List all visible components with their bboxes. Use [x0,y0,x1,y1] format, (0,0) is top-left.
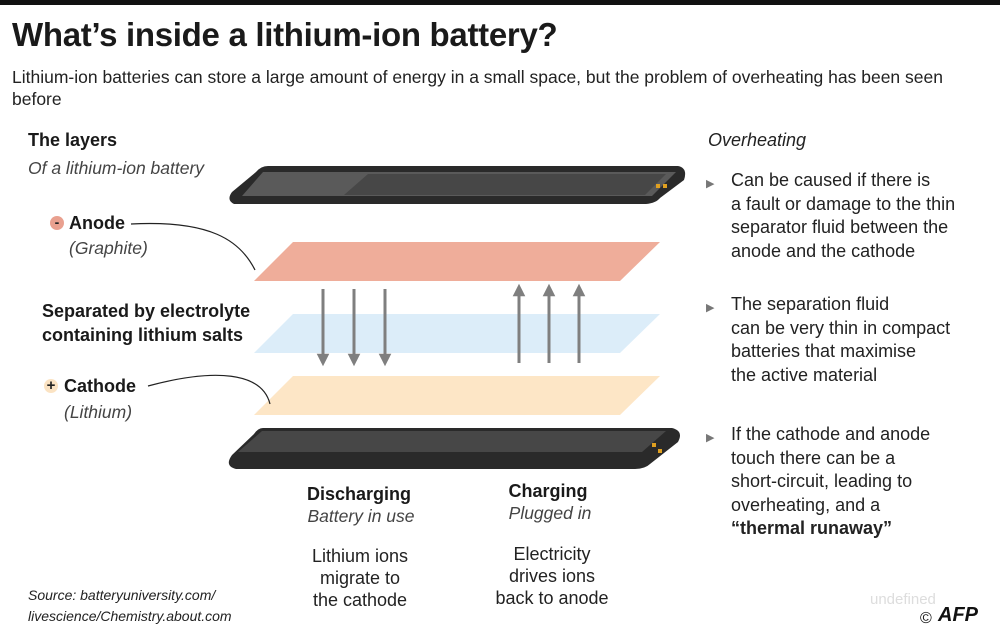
cathode-leader-line [147,374,271,405]
top-bar [0,0,1000,5]
separator-layer [254,314,660,353]
cathode-sign-icon: + [44,378,58,393]
discharge-arrows [316,289,392,367]
cathode-material: (Lithium) [64,402,133,422]
copyright-symbol: © [920,610,932,627]
overheating-bullet-1: ▶ Can be caused if there is a fault or d… [706,170,956,261]
charging-subtitle: Plugged in [508,503,592,523]
charging-title: Charging [508,481,588,501]
overheating-bullet-3: ▶ If the cathode and anode touch there c… [706,424,931,538]
anode-sign-icon: - [50,215,64,230]
anode-material: (Graphite) [69,238,148,258]
discharging-title: Discharging [306,484,412,504]
anode-leader-line [130,222,256,271]
anode-layer [254,242,660,281]
discharging-description: Lithium ions migrate to the cathode [311,546,409,610]
cathode-layer [254,376,660,415]
source-credit: Source: batteryuniversity.com/ livescien… [28,587,232,624]
battery-bottom-casing [228,428,681,469]
layers-heading: The layers [28,130,118,150]
page-title: What’s inside a lithium-ion battery? [12,16,558,53]
bullet-triangle-icon: ▶ [706,432,715,444]
bullet-triangle-icon: ▶ [706,302,715,314]
thermal-runaway-emphasis: “thermal runaway” [731,518,893,538]
layers-subheading: Of a lithium-ion battery [28,158,205,178]
anode-label: Anode [69,213,125,233]
afp-logo: AFP [938,604,978,626]
separator-label: Separated by electrolyte containing lith… [42,301,251,345]
overheating-heading: Overheating [708,130,807,150]
overheating-bullet-2: ▶ The separation fluid can be very thin … [706,294,951,385]
bullet-triangle-icon: ▶ [706,178,715,190]
charge-arrows [512,283,586,363]
page-subtitle: Lithium-ion batteries can store a large … [12,67,943,109]
charging-description: Electricity drives ions back to anode [495,544,609,608]
discharging-subtitle: Battery in use [307,506,415,526]
watermark-text: undefined [870,591,936,608]
battery-top-casing [229,166,686,204]
cathode-label: Cathode [64,376,136,396]
